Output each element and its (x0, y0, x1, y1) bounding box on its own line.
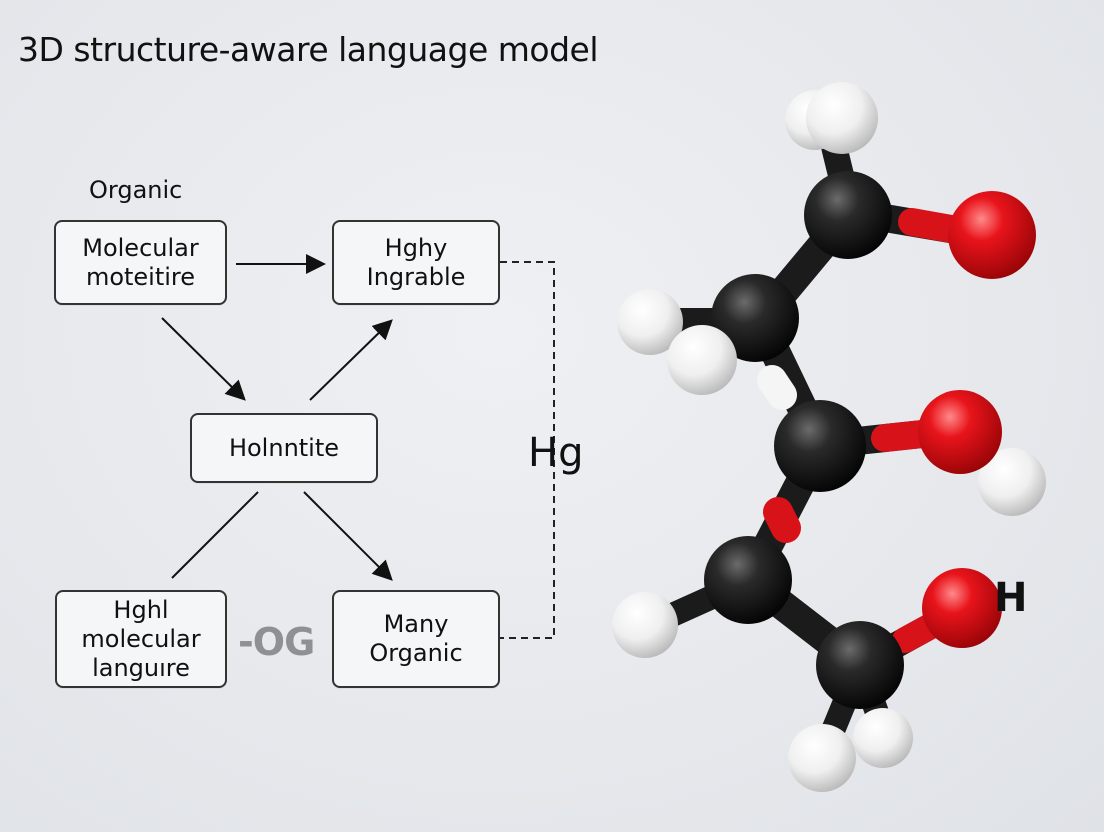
hydrogen-atom-left-3 (612, 592, 678, 658)
node-hghl-line1: Hghl (113, 595, 169, 624)
node-molecular: Molecular moteitire (54, 220, 227, 305)
og-label: -OG (238, 620, 315, 664)
arrow-holnntite-to-hghy (309, 319, 393, 401)
hydrogen-label: H (994, 575, 1028, 621)
carbon-atom-5 (816, 621, 904, 709)
carbon-atom-3 (774, 400, 866, 492)
diagram-caption: Organic (89, 176, 183, 204)
oxygen-atom-3 (922, 568, 1002, 648)
page-title: 3D structure-aware language model (18, 30, 599, 69)
bond-c3-c4-red (763, 497, 801, 543)
hydrogen-atom-bottom-2 (853, 708, 913, 768)
node-molecular-line2: moteitire (85, 262, 196, 291)
arrow-molecular-to-holnntite (161, 317, 246, 401)
node-hghy: Hghy Ingrable (332, 220, 500, 305)
oxygen-atom-2 (918, 390, 1002, 474)
node-hghl-line2: molecular (81, 624, 201, 653)
node-hghl: Hghl molecular languıre (55, 590, 227, 688)
node-hghy-line1: Hghy (384, 233, 448, 262)
node-hghy-line2: Ingrable (366, 262, 466, 291)
hydrogen-atom-bottom-1 (788, 724, 856, 792)
node-molecular-line1: Molecular (82, 233, 199, 262)
carbon-atom-2 (711, 274, 799, 362)
hydrogen-atom-top (806, 82, 878, 154)
dashed-bracket (500, 261, 555, 639)
node-holnntite-line1: Holnntite (228, 433, 340, 462)
arrow-holnntite-to-many (303, 491, 393, 581)
node-many: Many Organic (332, 590, 500, 688)
hydrogen-atom-oh-2 (978, 448, 1046, 516)
oxygen-atom-1 (948, 191, 1036, 279)
hg-label: Hg (528, 430, 584, 476)
node-hghl-line3: languıre (92, 653, 190, 682)
carbon-atom-1 (804, 171, 892, 259)
hydrogen-atom-left-2 (667, 325, 737, 395)
hydrogen-atom-left-1 (617, 289, 683, 355)
node-many-line1: Many (383, 610, 449, 638)
node-many-line2: Organic (369, 639, 463, 667)
line-holnntite-to-hghl (171, 491, 259, 579)
carbon-atom-4 (704, 536, 792, 624)
node-holnntite: Holnntite (190, 413, 378, 483)
bond-c2-c3-stripe (757, 365, 797, 410)
